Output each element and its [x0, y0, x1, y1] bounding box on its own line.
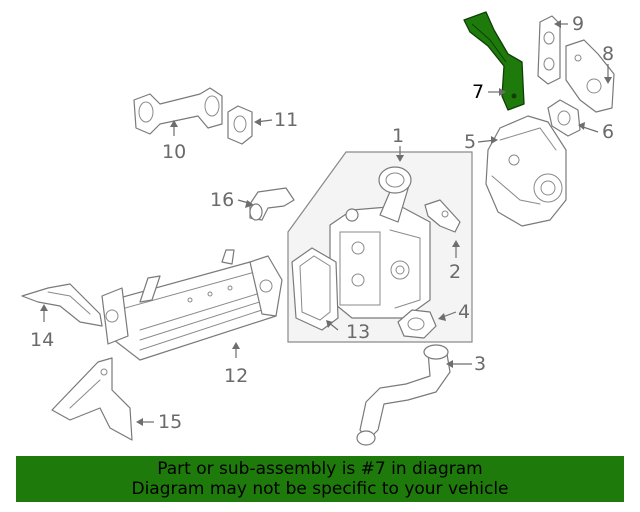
part-5-housing[interactable] — [485, 115, 567, 227]
callout-7: 7 — [472, 81, 484, 103]
callout-10: 10 — [162, 141, 186, 163]
part-7-bracket-highlighted[interactable] — [463, 11, 525, 111]
part-9-gasket[interactable] — [537, 15, 561, 85]
callout-1: 1 — [392, 125, 404, 147]
callout-11: 11 — [274, 109, 298, 131]
part-16-hose[interactable] — [249, 187, 295, 221]
part-4-gasket[interactable] — [397, 309, 437, 339]
part-8-flange[interactable] — [565, 39, 615, 113]
part-2-bracket[interactable] — [424, 199, 461, 233]
callout-14: 14 — [30, 329, 54, 351]
callout-13: 13 — [346, 321, 370, 343]
part-12-egr-cooler[interactable] — [101, 249, 283, 361]
part-10-pipe[interactable] — [133, 87, 223, 135]
callout-6: 6 — [602, 121, 614, 143]
part-14-heat-shield[interactable] — [21, 283, 103, 327]
banner-line-2: Diagram may not be specific to your vehi… — [131, 479, 509, 499]
callout-16: 16 — [210, 189, 234, 211]
callout-8: 8 — [602, 43, 614, 65]
leader-lines — [40, 20, 612, 426]
part-6-gasket[interactable] — [547, 99, 581, 137]
callout-3: 3 — [474, 353, 486, 375]
part-15-bracket[interactable] — [51, 357, 133, 441]
callout-labels: 1 2 3 4 5 6 7 8 9 10 11 12 13 14 15 16 — [30, 13, 614, 433]
banner-line-1: Part or sub-assembly is #7 in diagram — [157, 459, 483, 479]
callout-5: 5 — [464, 131, 476, 153]
info-banner: Part or sub-assembly is #7 in diagram Di… — [16, 456, 624, 502]
part-3-egr-pipe[interactable] — [356, 344, 451, 446]
part-11-gasket[interactable] — [227, 105, 253, 145]
callout-4: 4 — [458, 301, 470, 323]
callout-9: 9 — [572, 13, 584, 35]
callout-2: 2 — [449, 261, 461, 283]
part-13-gasket[interactable] — [291, 247, 339, 331]
callout-12: 12 — [224, 365, 248, 387]
callout-15: 15 — [158, 411, 182, 433]
